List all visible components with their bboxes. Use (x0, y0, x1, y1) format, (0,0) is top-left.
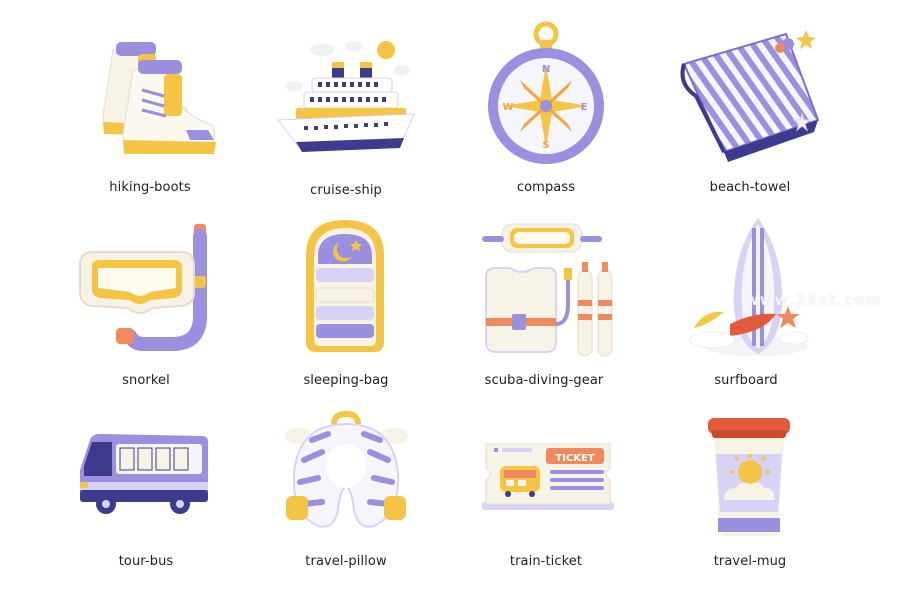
scuba-diving-gear-icon (476, 214, 616, 360)
compass-east-letter: E (581, 102, 588, 113)
compass-west-letter: W (502, 102, 513, 113)
travel-mug-icon (704, 414, 794, 538)
icon-label: cruise-ship (310, 183, 382, 198)
ticket-text: TICKET (555, 453, 594, 464)
icon-label: hiking-boots (109, 180, 191, 195)
icon-label: surfboard (714, 373, 778, 388)
tour-bus-icon (76, 430, 214, 520)
icon-label: sleeping-bag (303, 373, 389, 388)
compass-south-letter: S (542, 140, 549, 151)
watermark: www.25xt.com (745, 291, 882, 309)
compass-north-letter: N (542, 64, 550, 75)
sleeping-bag-icon (300, 216, 390, 356)
icon-label: travel-mug (713, 554, 787, 569)
compass-icon: N E S W (484, 20, 608, 170)
icon-label: travel-pillow (305, 554, 387, 569)
icon-label: tour-bus (118, 554, 174, 569)
beach-towel-icon (676, 24, 824, 166)
icon-label: train-ticket (509, 554, 583, 569)
travel-pillow-icon (282, 410, 410, 534)
icon-label: scuba-diving-gear (484, 373, 604, 388)
surfboard-icon (684, 214, 812, 360)
hiking-boots-icon (68, 30, 218, 160)
snorkel-icon (74, 220, 214, 352)
icon-label: beach-towel (709, 180, 791, 195)
cruise-ship-icon (274, 36, 419, 156)
train-ticket-icon: TICKET (480, 440, 616, 514)
icon-label: snorkel (122, 373, 170, 388)
icon-label: compass (516, 180, 576, 195)
